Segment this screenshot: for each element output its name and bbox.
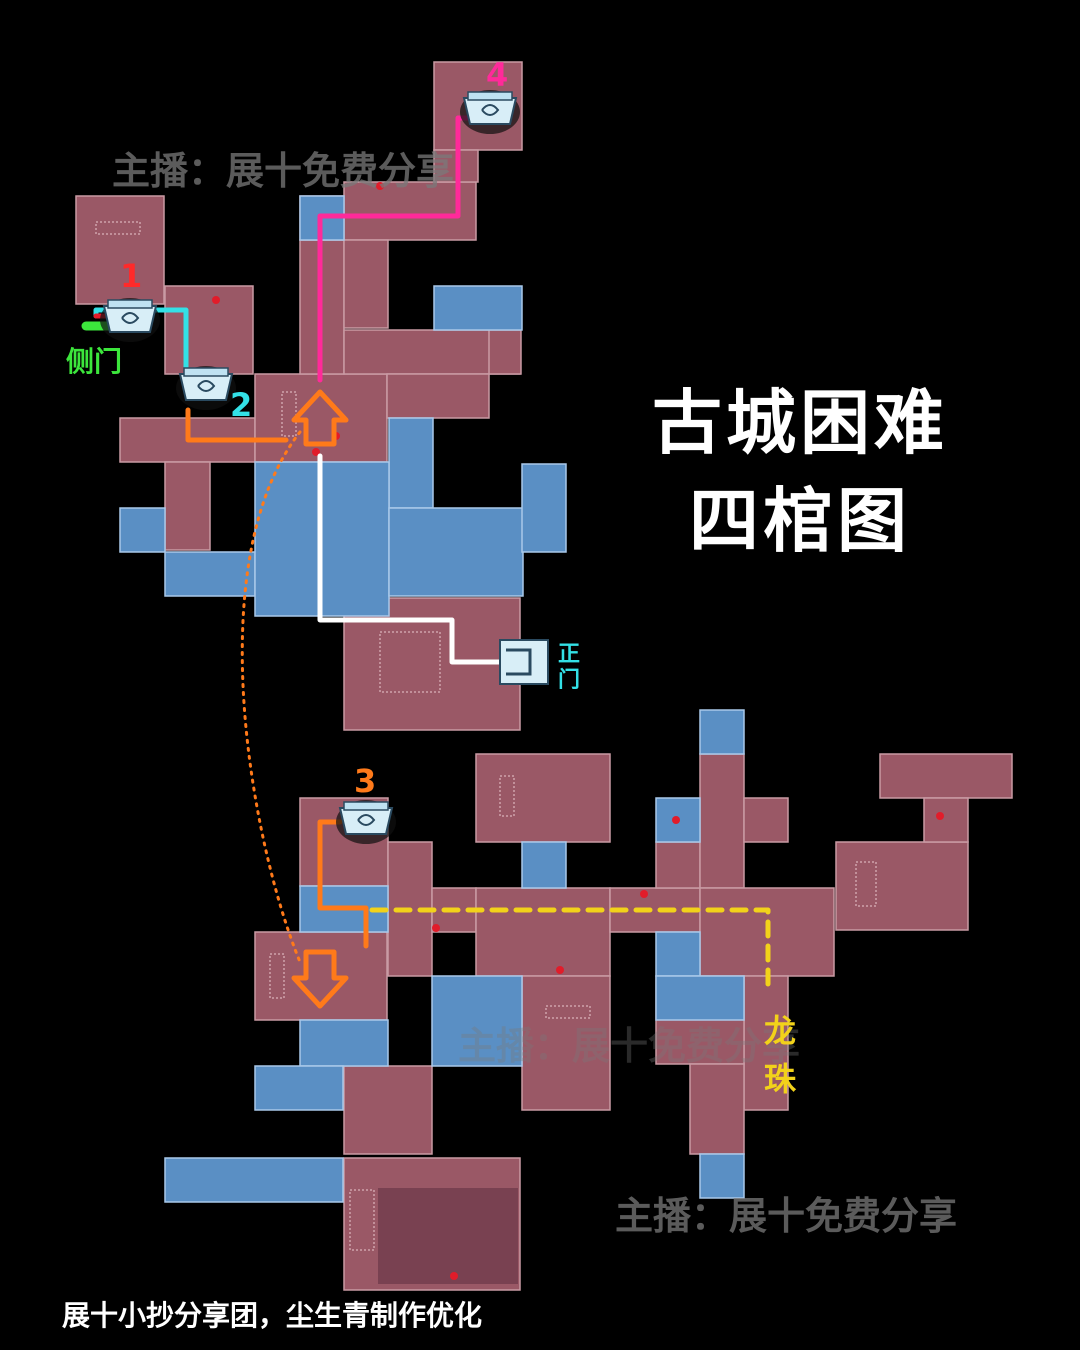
switch-marker	[432, 924, 440, 932]
room-blue	[164, 1157, 344, 1203]
room-blue	[521, 463, 567, 553]
room-blue	[119, 507, 166, 553]
stairs	[545, 1005, 591, 1019]
room-red	[923, 797, 969, 843]
room-blue	[388, 507, 524, 597]
coffin-number-2: 2	[230, 386, 253, 424]
stairs	[855, 861, 877, 907]
coffin-icon	[357, 814, 376, 826]
map-subtitle: 四棺图	[689, 480, 911, 562]
switch-marker	[672, 816, 680, 824]
room-blue	[699, 1153, 745, 1199]
side-gate-label: 侧门	[66, 345, 123, 378]
dragon-pearl-label: 龙	[764, 1012, 797, 1050]
room-floor	[378, 1188, 518, 1284]
room-blue	[521, 841, 567, 889]
coffin-number-3: 3	[354, 762, 377, 800]
watermark: 主播：展十免费分享	[615, 1194, 958, 1238]
room-red	[521, 975, 611, 1111]
coffin-icon	[183, 367, 229, 377]
stairs	[349, 1189, 375, 1251]
coffin-icon	[197, 380, 216, 392]
main-gate-label: 门	[558, 668, 581, 693]
watermark: 主播：展十免费分享	[112, 149, 455, 193]
room-red	[164, 285, 254, 375]
coffin-icon	[481, 104, 500, 116]
coffin-number-1: 1	[120, 257, 143, 295]
switch-marker	[556, 966, 564, 974]
dragon-pearl-label: 珠	[764, 1060, 797, 1098]
watermark: 主播：展十免费分享	[458, 1024, 801, 1068]
room-red	[343, 1065, 433, 1155]
arrow-up-icon	[291, 389, 349, 447]
coffin-icon	[121, 312, 140, 324]
room-red	[655, 841, 701, 889]
coffin-icon	[338, 807, 394, 835]
switch-marker	[936, 812, 944, 820]
gate-icon	[499, 639, 549, 685]
room-red	[699, 753, 745, 889]
arrow-down-icon	[291, 949, 349, 1009]
switch-marker	[450, 1272, 458, 1280]
room-blue	[388, 417, 434, 509]
gate-icon	[506, 648, 532, 676]
coffin-icon	[467, 91, 513, 101]
room-blue	[655, 975, 745, 1021]
map-title: 古城困难	[652, 382, 948, 464]
switch-marker	[640, 890, 648, 898]
room-red	[488, 329, 522, 375]
room-red	[254, 373, 388, 463]
room-blue	[164, 551, 256, 597]
coffin-number-4: 4	[486, 56, 509, 94]
coffin-icon	[178, 373, 234, 401]
stairs	[269, 953, 285, 999]
stairs	[281, 391, 297, 437]
room-red	[343, 181, 477, 241]
switch-marker	[376, 182, 384, 190]
coffin-icon	[107, 299, 153, 309]
coffin-icon	[462, 97, 518, 125]
room-red	[343, 239, 389, 329]
room-red	[164, 461, 211, 551]
main-gate-label: 正	[558, 642, 581, 667]
room-blue	[431, 975, 523, 1067]
switch-marker	[212, 296, 220, 304]
switch-marker	[312, 448, 320, 456]
room-red	[879, 753, 1013, 799]
stairs	[379, 631, 441, 693]
coffin-icon	[102, 305, 158, 333]
stairs	[499, 775, 515, 817]
route-yellow	[369, 907, 771, 993]
room-blue	[254, 1065, 344, 1111]
credit-text: 展十小抄分享团，尘生青制作优化	[62, 1299, 483, 1332]
room-red	[689, 1063, 745, 1155]
stairs	[95, 221, 141, 235]
route-orange	[317, 819, 369, 949]
route-white	[317, 453, 503, 665]
room-red	[835, 841, 969, 931]
room-red	[743, 797, 789, 843]
room-blue	[699, 709, 745, 755]
route-orange	[185, 407, 289, 443]
coffin-icon	[343, 801, 389, 811]
room-red	[475, 887, 611, 977]
room-blue	[655, 931, 701, 977]
route-jump	[240, 430, 302, 964]
room-red	[475, 753, 611, 843]
room-red	[386, 373, 490, 419]
room-blue	[433, 285, 523, 331]
room-blue	[299, 1019, 389, 1067]
room-red	[75, 195, 165, 305]
